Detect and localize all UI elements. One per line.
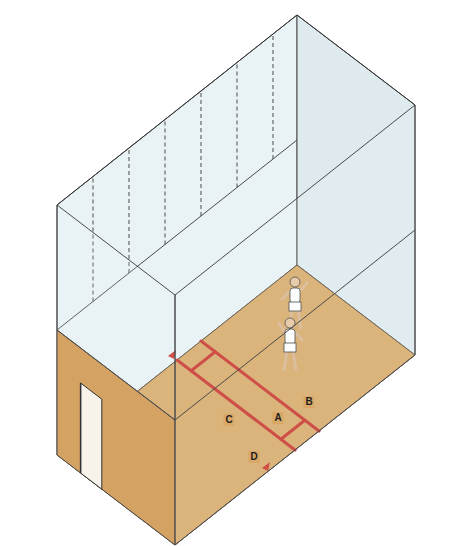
callout-letter: A [272, 412, 283, 424]
dashed-line [165, 120, 166, 245]
back-wall-glass [57, 205, 175, 420]
right-wall [175, 105, 415, 545]
dashed-line [201, 91, 202, 216]
court-outline [57, 15, 415, 205]
callout-letter: B [303, 396, 314, 408]
door-edge [80, 383, 82, 473]
dashed-line [129, 148, 130, 273]
callout-letter: C [223, 414, 234, 426]
callout-letter: D [248, 451, 259, 463]
door [81, 383, 102, 489]
dashed-line [273, 34, 274, 159]
dashed-line [237, 63, 238, 188]
wall-line [175, 230, 415, 420]
